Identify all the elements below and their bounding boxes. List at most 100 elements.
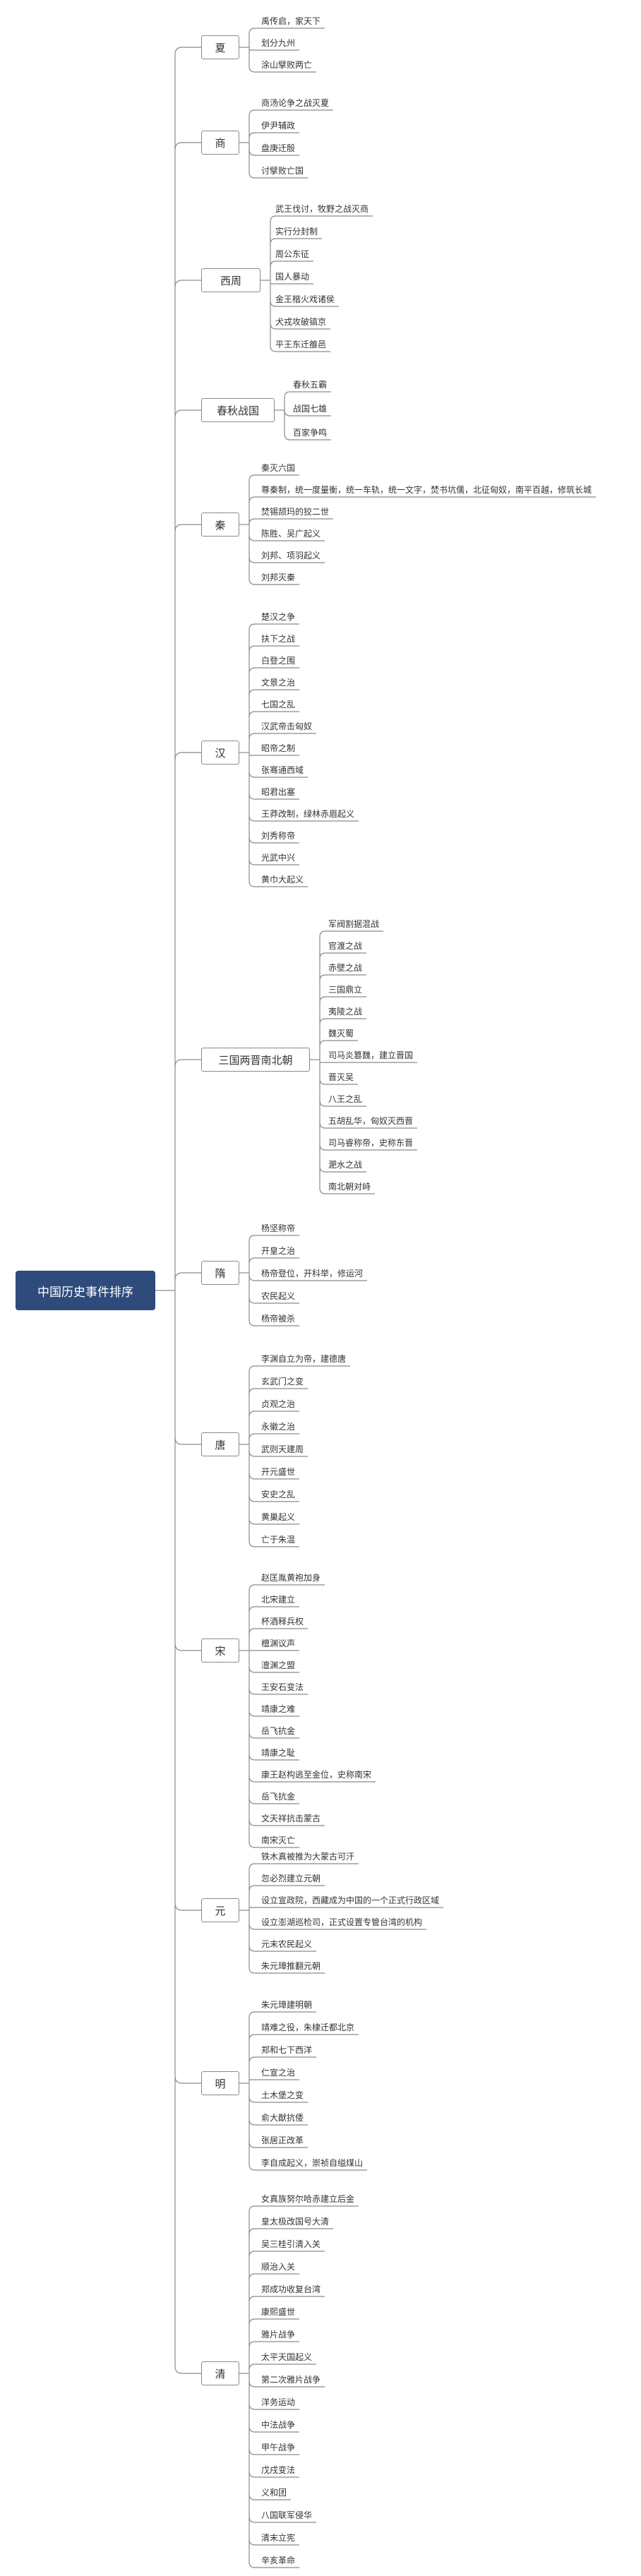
- event-item[interactable]: 北宋建立: [261, 1595, 296, 1605]
- event-item[interactable]: 军阀割据混战: [328, 919, 380, 929]
- event-item[interactable]: 黄巢起义: [261, 1512, 296, 1522]
- event-item[interactable]: 皇太极改国号大清: [261, 2217, 330, 2227]
- event-item[interactable]: 司马炎篡魏，建立晋国: [328, 1050, 414, 1060]
- event-item[interactable]: 朱元璋推翻元朝: [261, 1961, 321, 1971]
- event-item[interactable]: 八国联军侵华: [261, 2510, 313, 2520]
- event-item[interactable]: 李渊自立为帝，建德唐: [261, 1354, 347, 1364]
- event-item[interactable]: 官渡之战: [328, 941, 363, 951]
- event-item[interactable]: 中法战争: [261, 2420, 296, 2430]
- event-item[interactable]: 杨帝登位，开科举，修运河: [261, 1269, 364, 1278]
- event-item[interactable]: 檀渊议声: [261, 1639, 296, 1648]
- event-item[interactable]: 犬戎攻破镐京: [275, 317, 327, 327]
- event-item[interactable]: 魏灭蜀: [328, 1029, 354, 1038]
- event-item[interactable]: 清末立宪: [261, 2533, 296, 2543]
- event-item[interactable]: 白登之围: [261, 656, 296, 666]
- event-item[interactable]: 扶下之战: [261, 634, 296, 644]
- event-item[interactable]: 晋灭吴: [328, 1072, 354, 1082]
- event-item[interactable]: 靖康之难: [261, 1704, 296, 1714]
- event-item[interactable]: 战国七雄: [293, 404, 328, 414]
- dynasty-node[interactable]: 宋: [201, 1639, 239, 1663]
- dynasty-node[interactable]: 唐: [201, 1432, 239, 1456]
- event-item[interactable]: 南北朝对峙: [328, 1182, 371, 1192]
- event-item[interactable]: 设立澎湖巡检司，正式设置专管台湾的机构: [261, 1917, 423, 1927]
- event-item[interactable]: 实行分封制: [275, 227, 318, 236]
- event-item[interactable]: 八王之乱: [328, 1094, 363, 1104]
- event-item[interactable]: 刘邦灭秦: [261, 573, 296, 582]
- event-item[interactable]: 昭君出塞: [261, 787, 296, 797]
- event-item[interactable]: 五胡乱华，匈奴灭西晋: [328, 1116, 414, 1126]
- dynasty-node[interactable]: 商: [201, 131, 239, 155]
- dynasty-node[interactable]: 西周: [201, 268, 260, 292]
- event-item[interactable]: 涂山擘败两亡: [261, 60, 313, 70]
- event-item[interactable]: 春秋五霸: [293, 380, 328, 390]
- event-item[interactable]: 靖康之耻: [261, 1748, 296, 1758]
- event-item[interactable]: 赵匡胤黄袍加身: [261, 1573, 321, 1583]
- event-item[interactable]: 禹传启，家天下: [261, 16, 321, 26]
- event-item[interactable]: 光武中兴: [261, 853, 296, 863]
- event-item[interactable]: 张骞通西域: [261, 765, 304, 775]
- event-item[interactable]: 武王伐讨，牧野之战灭商: [275, 204, 369, 214]
- event-item[interactable]: 尊秦制，统一度量衡，统一车轨，统一文字，焚书坑儒，北征匈奴，南平百越，修筑长城: [261, 485, 592, 495]
- event-item[interactable]: 楚汉之争: [261, 612, 296, 622]
- event-item[interactable]: 岳飞抗金: [261, 1726, 296, 1736]
- event-item[interactable]: 女真族努尔哈赤建立后金: [261, 2194, 355, 2204]
- dynasty-node[interactable]: 清: [201, 2361, 239, 2385]
- event-item[interactable]: 文天祥抗击蒙古: [261, 1814, 321, 1823]
- event-item[interactable]: 贞观之治: [261, 1399, 296, 1409]
- event-item[interactable]: 李自成起义，崇祯自缢煤山: [261, 2158, 364, 2168]
- event-item[interactable]: 伊尹辅政: [261, 121, 296, 131]
- event-item[interactable]: 百家争鸣: [293, 428, 328, 438]
- root-node[interactable]: 中国历史事件排序: [16, 1271, 155, 1310]
- event-item[interactable]: 玄武门之变: [261, 1377, 304, 1386]
- event-item[interactable]: 杨帝被杀: [261, 1314, 296, 1324]
- event-item[interactable]: 赤壁之战: [328, 963, 363, 973]
- event-item[interactable]: 康熙盛世: [261, 2307, 296, 2317]
- event-item[interactable]: 靖难之役，朱棣迁都北京: [261, 2023, 355, 2032]
- event-item[interactable]: 顺治入关: [261, 2262, 296, 2272]
- dynasty-node[interactable]: 秦: [201, 513, 239, 537]
- event-item[interactable]: 开元盛世: [261, 1467, 296, 1477]
- event-item[interactable]: 杯酒释兵权: [261, 1617, 304, 1627]
- dynasty-node[interactable]: 元: [201, 1898, 239, 1922]
- event-item[interactable]: 元末农民起义: [261, 1939, 313, 1949]
- event-item[interactable]: 三国鼎立: [328, 985, 363, 995]
- event-item[interactable]: 淝水之战: [328, 1160, 363, 1170]
- event-item[interactable]: 安史之乱: [261, 1490, 296, 1499]
- event-item[interactable]: 忽必烈建立元朝: [261, 1874, 321, 1883]
- event-item[interactable]: 杨坚称帝: [261, 1223, 296, 1233]
- event-item[interactable]: 亡于朱温: [261, 1535, 296, 1545]
- dynasty-node[interactable]: 夏: [201, 35, 239, 59]
- event-item[interactable]: 王安石变法: [261, 1682, 304, 1692]
- event-item[interactable]: 戊戌变法: [261, 2465, 296, 2475]
- dynasty-node[interactable]: 隋: [201, 1261, 239, 1285]
- event-item[interactable]: 康王赵构逃至金位，史称南宋: [261, 1770, 372, 1780]
- event-item[interactable]: 盘庚迁殷: [261, 143, 296, 153]
- event-item[interactable]: 讨擘败亡国: [261, 166, 304, 176]
- event-item[interactable]: 郑成功收复台湾: [261, 2284, 321, 2294]
- event-item[interactable]: 黄巾大起义: [261, 875, 304, 885]
- event-item[interactable]: 武则天建周: [261, 1444, 304, 1454]
- event-item[interactable]: 俞大猷抗倭: [261, 2113, 304, 2123]
- event-item[interactable]: 雅片战争: [261, 2330, 296, 2340]
- event-item[interactable]: 辛亥革命: [261, 2556, 296, 2565]
- event-item[interactable]: 七国之乱: [261, 700, 296, 709]
- event-item[interactable]: 昭帝之制: [261, 743, 296, 753]
- event-item[interactable]: 平王东迁雒邑: [275, 340, 327, 349]
- event-item[interactable]: 岳飞抗金: [261, 1792, 296, 1802]
- event-item[interactable]: 永徽之治: [261, 1422, 296, 1432]
- dynasty-node[interactable]: 春秋战国: [201, 398, 275, 422]
- dynasty-node[interactable]: 三国两晋南北朝: [201, 1048, 310, 1072]
- event-item[interactable]: 铁木真被推为大蒙古可汗: [261, 1852, 355, 1862]
- event-item[interactable]: 商汤论争之战灭夏: [261, 98, 330, 108]
- dynasty-node[interactable]: 明: [201, 2071, 239, 2095]
- event-item[interactable]: 第二次雅片战争: [261, 2375, 321, 2385]
- event-item[interactable]: 周公东征: [275, 249, 310, 259]
- event-item[interactable]: 焚锡颉玛的狡二世: [261, 507, 330, 517]
- event-item[interactable]: 甲午战争: [261, 2443, 296, 2452]
- event-item[interactable]: 国人暴动: [275, 272, 310, 282]
- event-item[interactable]: 农民起义: [261, 1291, 296, 1301]
- event-item[interactable]: 刘邦、项羽起义: [261, 551, 321, 561]
- event-item[interactable]: 朱元璋建明朝: [261, 2000, 313, 2010]
- event-item[interactable]: 南宋灭亡: [261, 1835, 296, 1845]
- event-item[interactable]: 吴三桂引清入关: [261, 2239, 321, 2249]
